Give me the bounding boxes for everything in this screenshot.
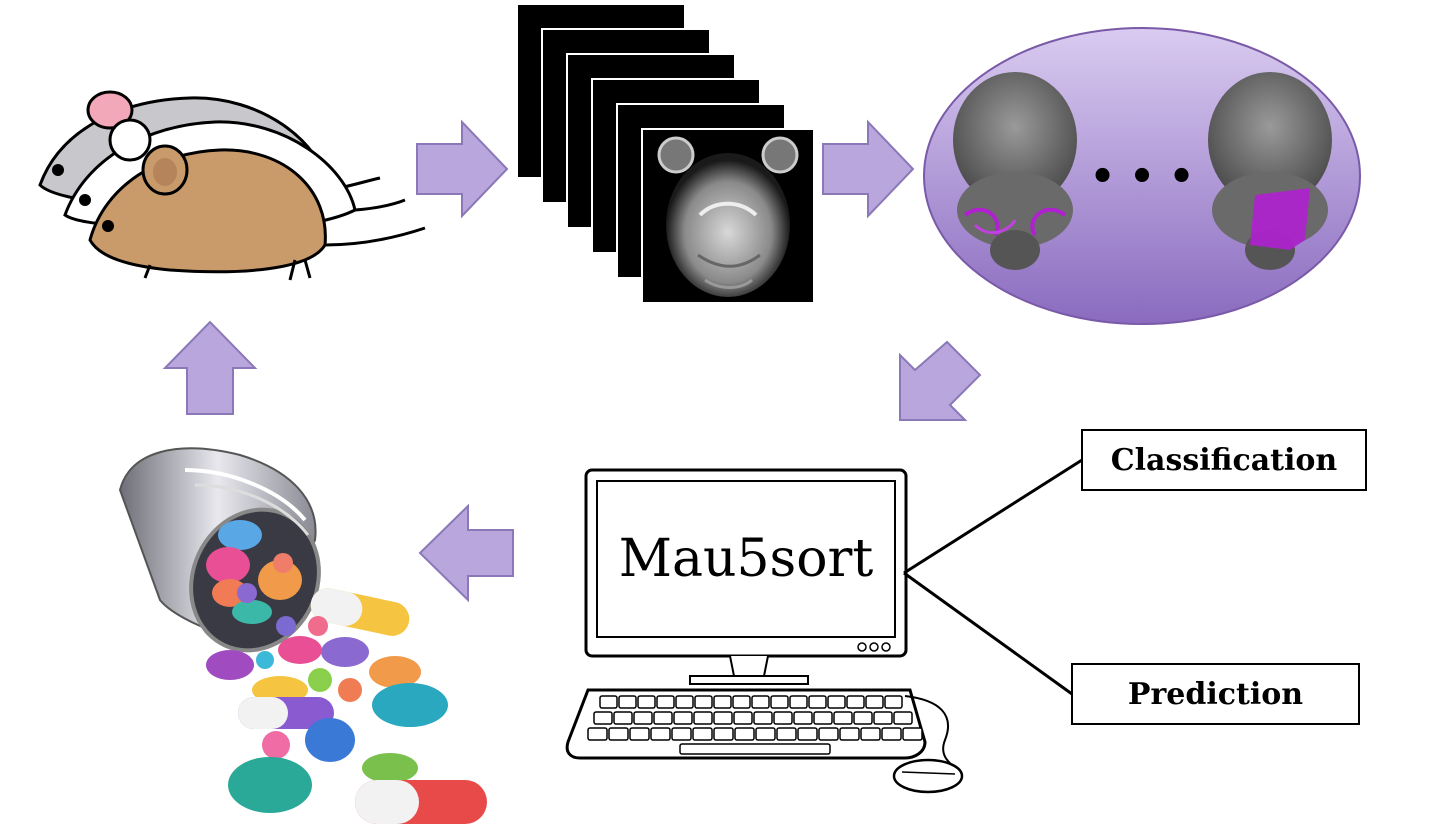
keyboard-key — [797, 727, 818, 741]
keyboard-key — [693, 711, 713, 725]
keyboard-key — [833, 711, 853, 725]
keyboard-key — [673, 711, 693, 725]
keyboard-key — [846, 695, 865, 709]
arrow-down-left — [899, 340, 982, 421]
keyboard-key — [650, 727, 671, 741]
mouse-icon — [38, 90, 426, 281]
keyboard-key — [839, 727, 860, 741]
keyboard-key — [773, 711, 793, 725]
keyboard-key — [675, 695, 694, 709]
keyboard-key — [789, 695, 808, 709]
mri-slice-icon — [516, 3, 815, 304]
keyboard-key — [818, 727, 839, 741]
keyboard-key — [755, 727, 776, 741]
keyboard-key — [587, 727, 608, 741]
arrow-up — [162, 320, 258, 415]
keyboard-key — [608, 727, 629, 741]
keyboard-key — [860, 727, 881, 741]
keyboard-key — [893, 711, 913, 725]
keyboard-key — [694, 695, 713, 709]
keyboard-key — [653, 711, 673, 725]
keyboard-key — [637, 695, 656, 709]
atlas-ellipsis: • • • — [1090, 154, 1195, 200]
keyboard-key — [671, 727, 692, 741]
keyboard-key — [599, 695, 618, 709]
keyboard-key — [793, 711, 813, 725]
arrow-right-1 — [416, 119, 509, 219]
keyboard-key — [734, 727, 755, 741]
software-name: Mau5sort — [618, 529, 874, 589]
keyboard-key — [770, 695, 789, 709]
keyboard-key — [884, 695, 903, 709]
keyboard-key — [865, 695, 884, 709]
arrow-right-2 — [822, 119, 915, 219]
keyboard-key — [713, 727, 734, 741]
keyboard-key — [827, 695, 846, 709]
keyboard-key — [751, 695, 770, 709]
keyboard-key — [753, 711, 773, 725]
keyboard-key — [853, 711, 873, 725]
prediction-label: Prediction — [1127, 676, 1304, 712]
keyboard-key — [881, 727, 902, 741]
keyboard-key — [808, 695, 827, 709]
keyboard-key — [629, 727, 650, 741]
classification-box: Classification — [1081, 429, 1367, 491]
keyboard-key — [613, 711, 633, 725]
keyboard-key — [733, 711, 753, 725]
keyboard-key — [593, 711, 613, 725]
arrow-left — [418, 503, 514, 603]
computer-icon — [565, 468, 964, 794]
keyboard-key — [713, 695, 732, 709]
pill-bottle-icon — [118, 447, 487, 824]
brain-atlas-icon — [923, 27, 1361, 325]
keyboard-key — [633, 711, 653, 725]
keyboard-key — [813, 711, 833, 725]
keyboard-key — [776, 727, 797, 741]
keyboard-spacebar — [679, 743, 831, 755]
keyboard-key — [692, 727, 713, 741]
prediction-box: Prediction — [1071, 663, 1360, 725]
keyboard-key — [656, 695, 675, 709]
keyboard-key — [713, 711, 733, 725]
classification-label: Classification — [1110, 442, 1338, 478]
keyboard-key — [873, 711, 893, 725]
keyboard-key — [902, 727, 923, 741]
keyboard-key — [732, 695, 751, 709]
output-connectors — [903, 458, 1083, 696]
keyboard-key — [618, 695, 637, 709]
